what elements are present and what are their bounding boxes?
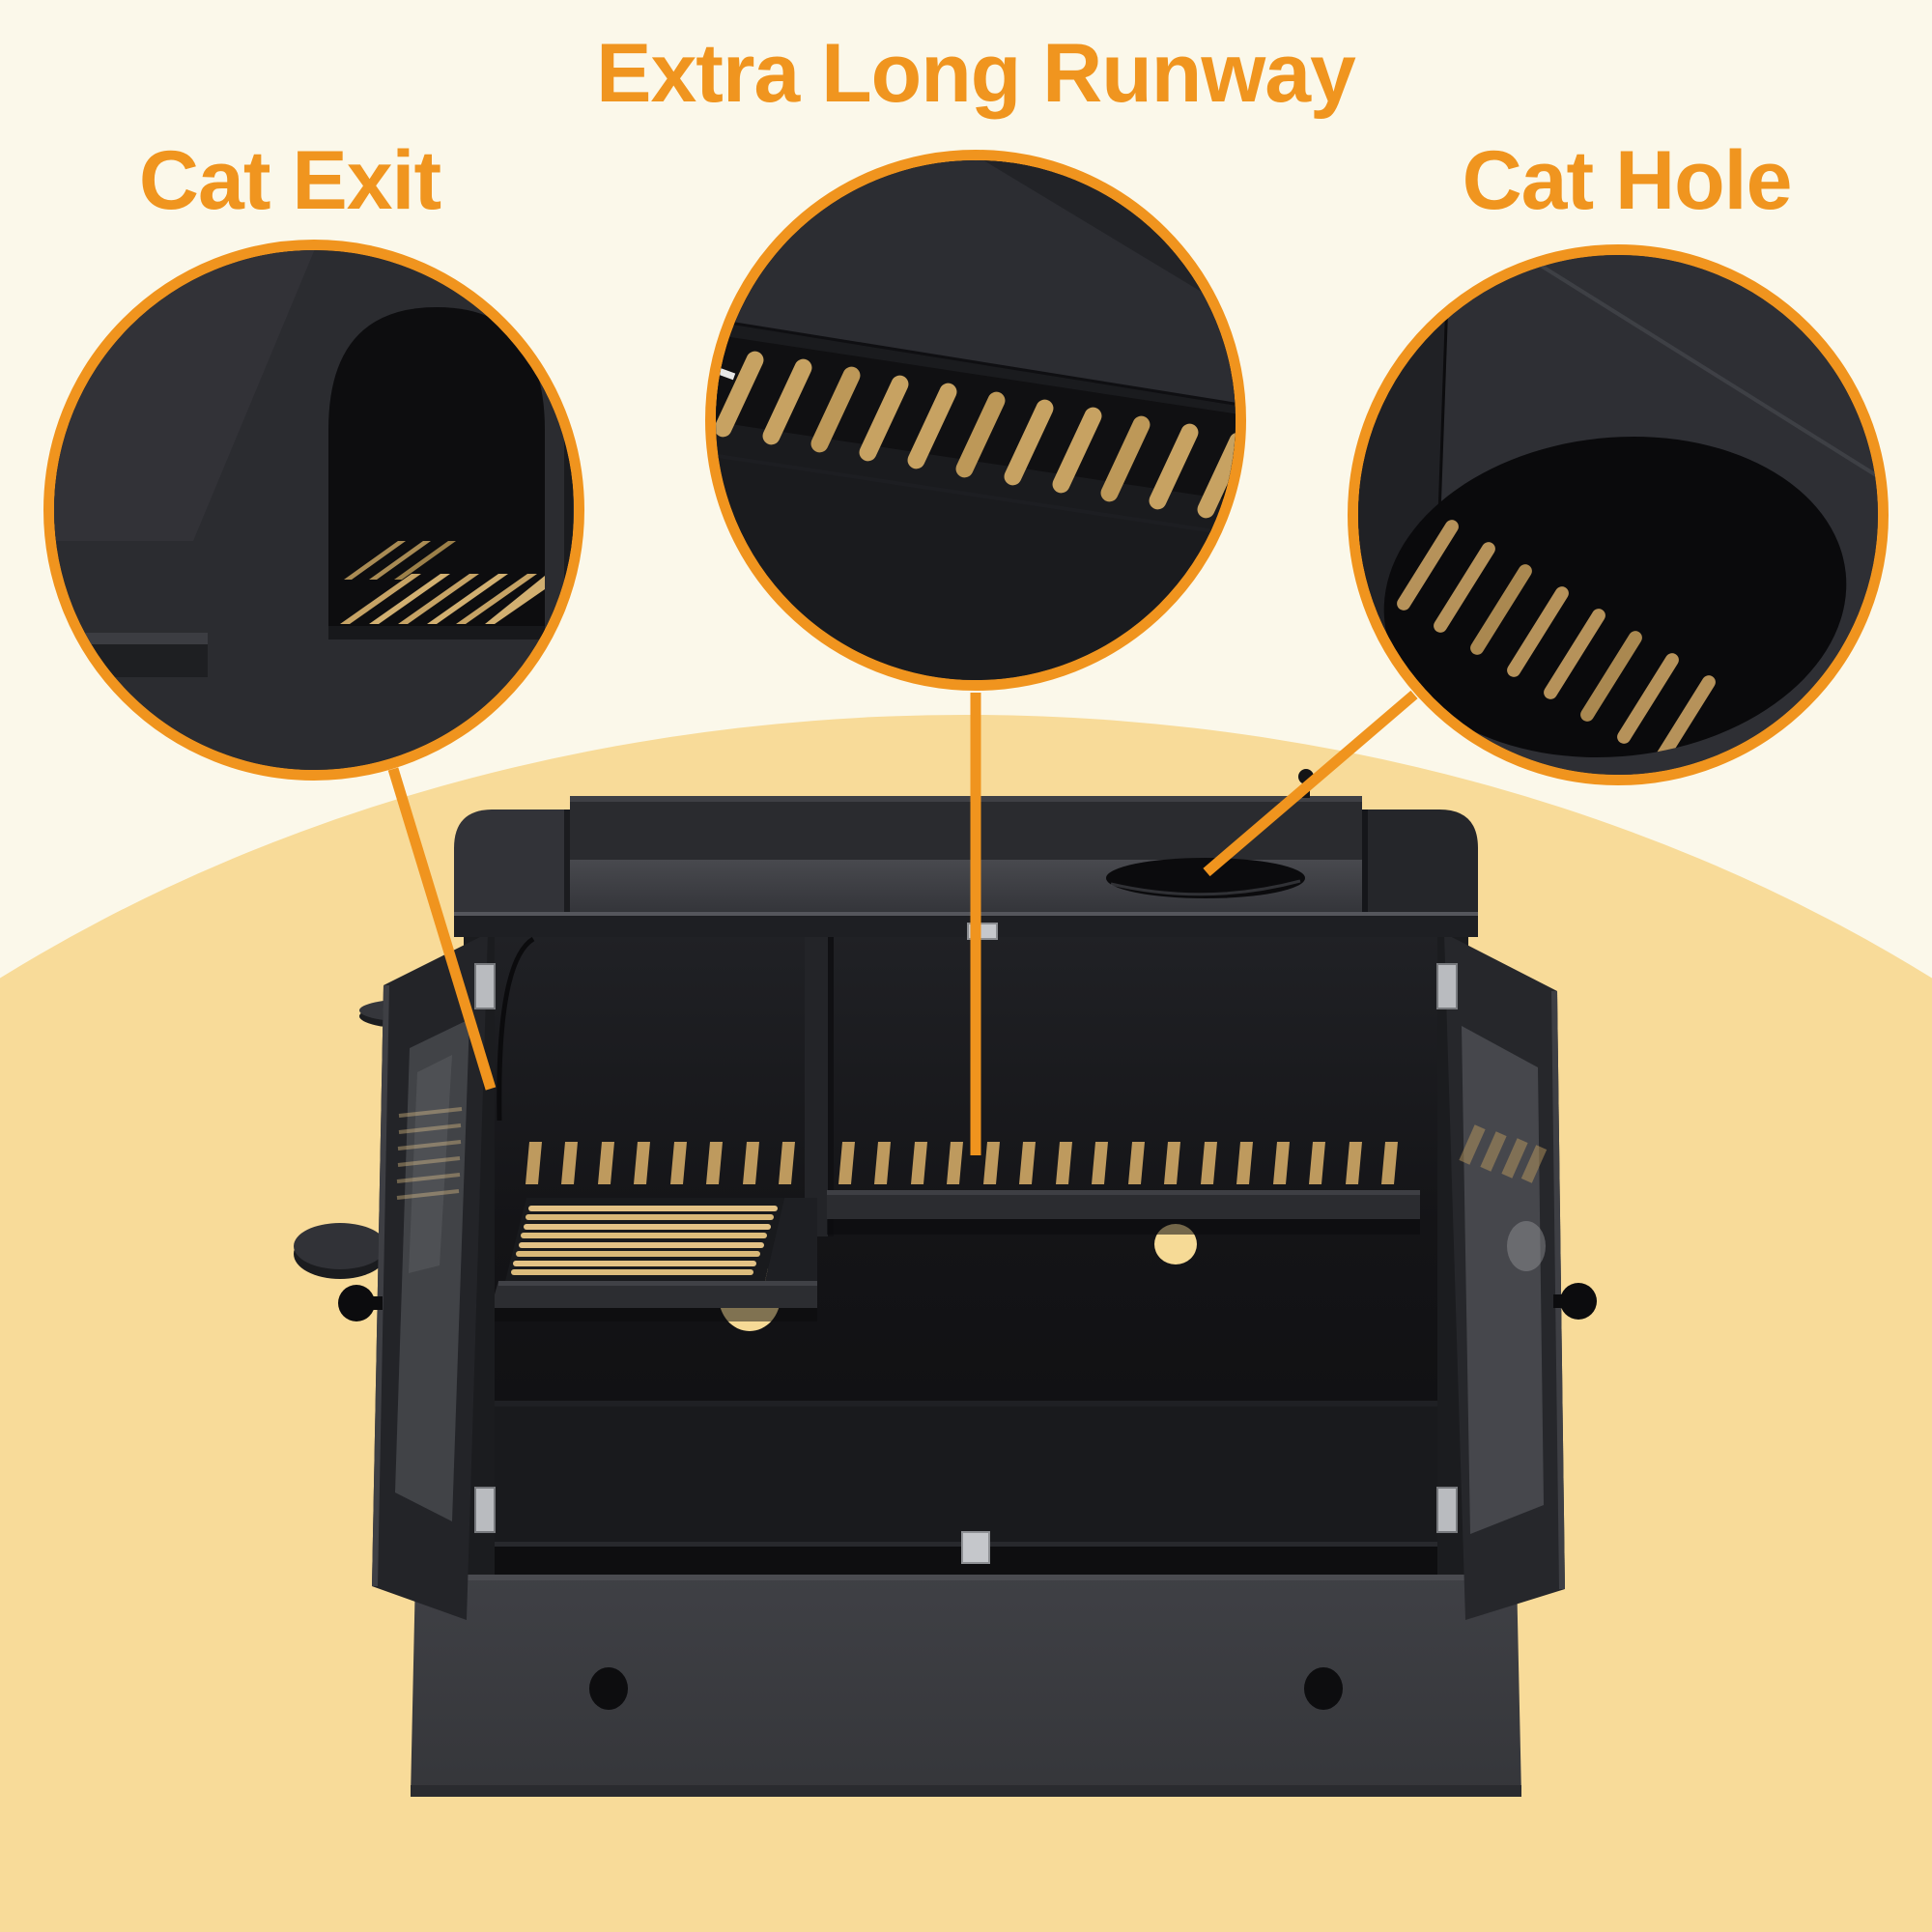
- cat-hole-opening: [1383, 436, 1847, 758]
- label-cat-hole: Cat Hole: [1462, 134, 1793, 227]
- tabletop-front-lip: [454, 912, 1478, 937]
- glass-door-right: [1444, 933, 1597, 1620]
- arch-floor-slats: [340, 541, 545, 624]
- grate-slots: [716, 351, 1236, 519]
- side-arch-edge: [497, 936, 535, 1122]
- slats-below-hole: [1397, 520, 1716, 766]
- drawer-latch-clip: [961, 1531, 990, 1564]
- connector-cat-exit: [387, 767, 497, 1091]
- callout-circle-runway: [705, 150, 1246, 691]
- glass-door-left: [338, 933, 488, 1620]
- tabletop-surface: [454, 860, 1478, 912]
- glass-slat-reflection-right: [1459, 1124, 1548, 1183]
- cat-step-lower: [294, 1223, 386, 1279]
- door-knob-left: [338, 1285, 375, 1321]
- drawer-knob-left: [589, 1667, 628, 1710]
- door-knob-right: [1560, 1283, 1597, 1320]
- label-cat-exit: Cat Exit: [138, 134, 441, 227]
- cabinet-interior: [464, 935, 1468, 1575]
- cat-exit-detail: [54, 250, 574, 770]
- top-back-rail: [570, 796, 1362, 860]
- top-side-rail-right: [1362, 810, 1478, 925]
- cat-hole-top: [1106, 858, 1305, 898]
- cabinet-top-assembly: [454, 769, 1478, 940]
- cat-hole-detail: [1358, 255, 1878, 775]
- runway-shelf-edge: [827, 1190, 1420, 1235]
- runway-detail: [716, 160, 1236, 680]
- door-glass-left: [395, 1019, 469, 1521]
- litter-drawer: [411, 1531, 1521, 1797]
- interior-step-platform: [491, 1198, 817, 1321]
- interior-divider: [805, 935, 834, 1236]
- door-hinges: [474, 963, 1458, 1533]
- drawer-knob-right: [1304, 1667, 1343, 1710]
- glass-slat-reflection-left: [396, 1107, 463, 1200]
- door-glass-right: [1462, 1026, 1544, 1534]
- page-title: Extra Long Runway: [596, 27, 1356, 120]
- callout-circle-cat-exit: [43, 240, 584, 781]
- top-side-rail-left: [454, 810, 570, 925]
- drawer-front: [411, 1575, 1521, 1797]
- callout-circle-cat-hole: [1348, 244, 1889, 785]
